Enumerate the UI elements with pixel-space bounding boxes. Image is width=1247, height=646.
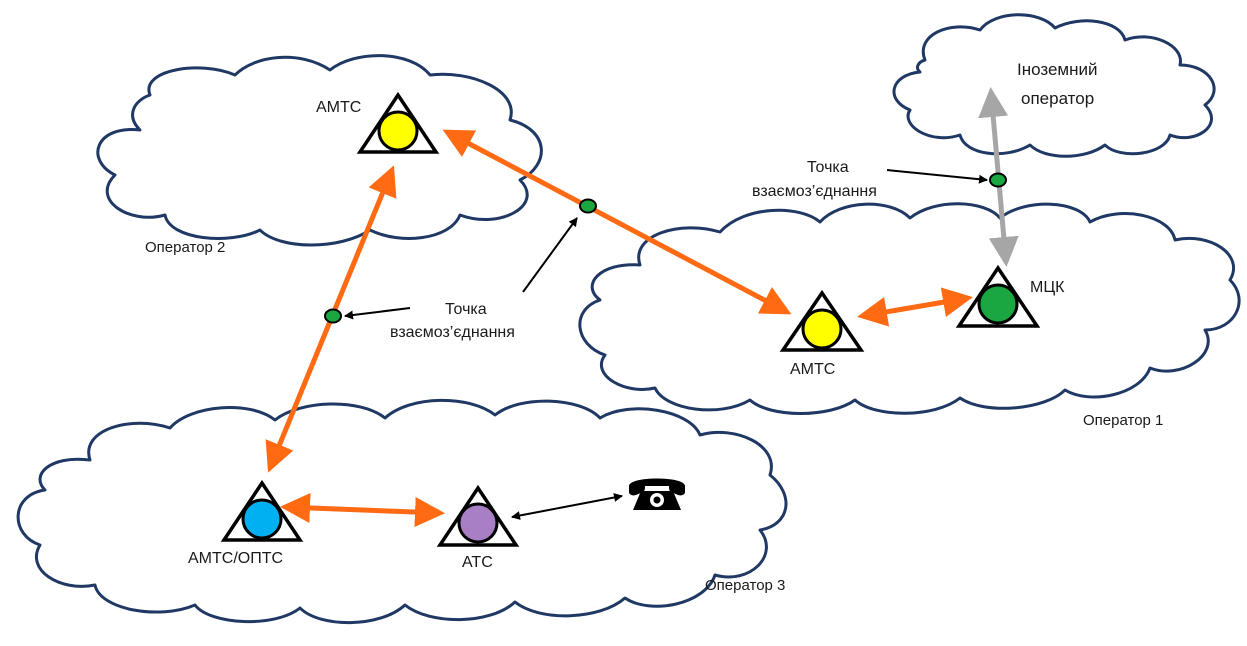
node-mck: МЦК	[955, 264, 1065, 328]
label-amts-opts: АМТС/ОПТС	[188, 550, 283, 567]
interconnection-point-middle	[579, 198, 597, 214]
node-amts-opts: АМТС/ОПТС	[188, 479, 304, 567]
label-interconnection-right-line2: взаємоз’єднання	[752, 183, 877, 200]
link-ats-to-phone	[511, 493, 623, 520]
link-amts2-to-amts1	[442, 129, 792, 315]
label-interconnection-left-line2: взаємоз’єднання	[390, 324, 515, 341]
label-foreign-operator-line2: оператор	[1021, 89, 1094, 108]
node-amts-operator-2: АМТС	[316, 91, 440, 154]
link-amts1-to-mck	[857, 287, 973, 327]
label-interconnection-left-line1: Точка	[445, 301, 487, 318]
label-amts-operator-2: АМТС	[316, 99, 361, 116]
telephone-icon	[629, 478, 685, 510]
pointer-to-ipoint-middle	[522, 217, 578, 293]
label-mck: МЦК	[1030, 279, 1065, 296]
interconnection-point-left	[324, 308, 342, 324]
pointer-to-ipoint-right	[886, 169, 988, 184]
pointer-to-ipoint-left	[344, 307, 411, 320]
label-operator-1: Оператор 1	[1083, 412, 1163, 429]
node-ats: АТС	[436, 484, 520, 571]
label-amts-operator-1: АМТС	[790, 361, 835, 378]
label-operator-3: Оператор 3	[705, 577, 785, 594]
label-foreign-operator-line1: Іноземний	[1017, 60, 1098, 79]
label-ats: АТС	[462, 554, 493, 571]
link-amtsopts-to-ats	[280, 492, 445, 528]
cloud-foreign-operator	[892, 13, 1216, 158]
label-operator-2: Оператор 2	[145, 239, 225, 256]
label-interconnection-right-line1: Точка	[807, 159, 849, 176]
interconnection-point-right	[989, 172, 1007, 188]
cloud-operator-2	[96, 54, 543, 247]
node-amts-operator-1: АМТС	[779, 289, 865, 378]
